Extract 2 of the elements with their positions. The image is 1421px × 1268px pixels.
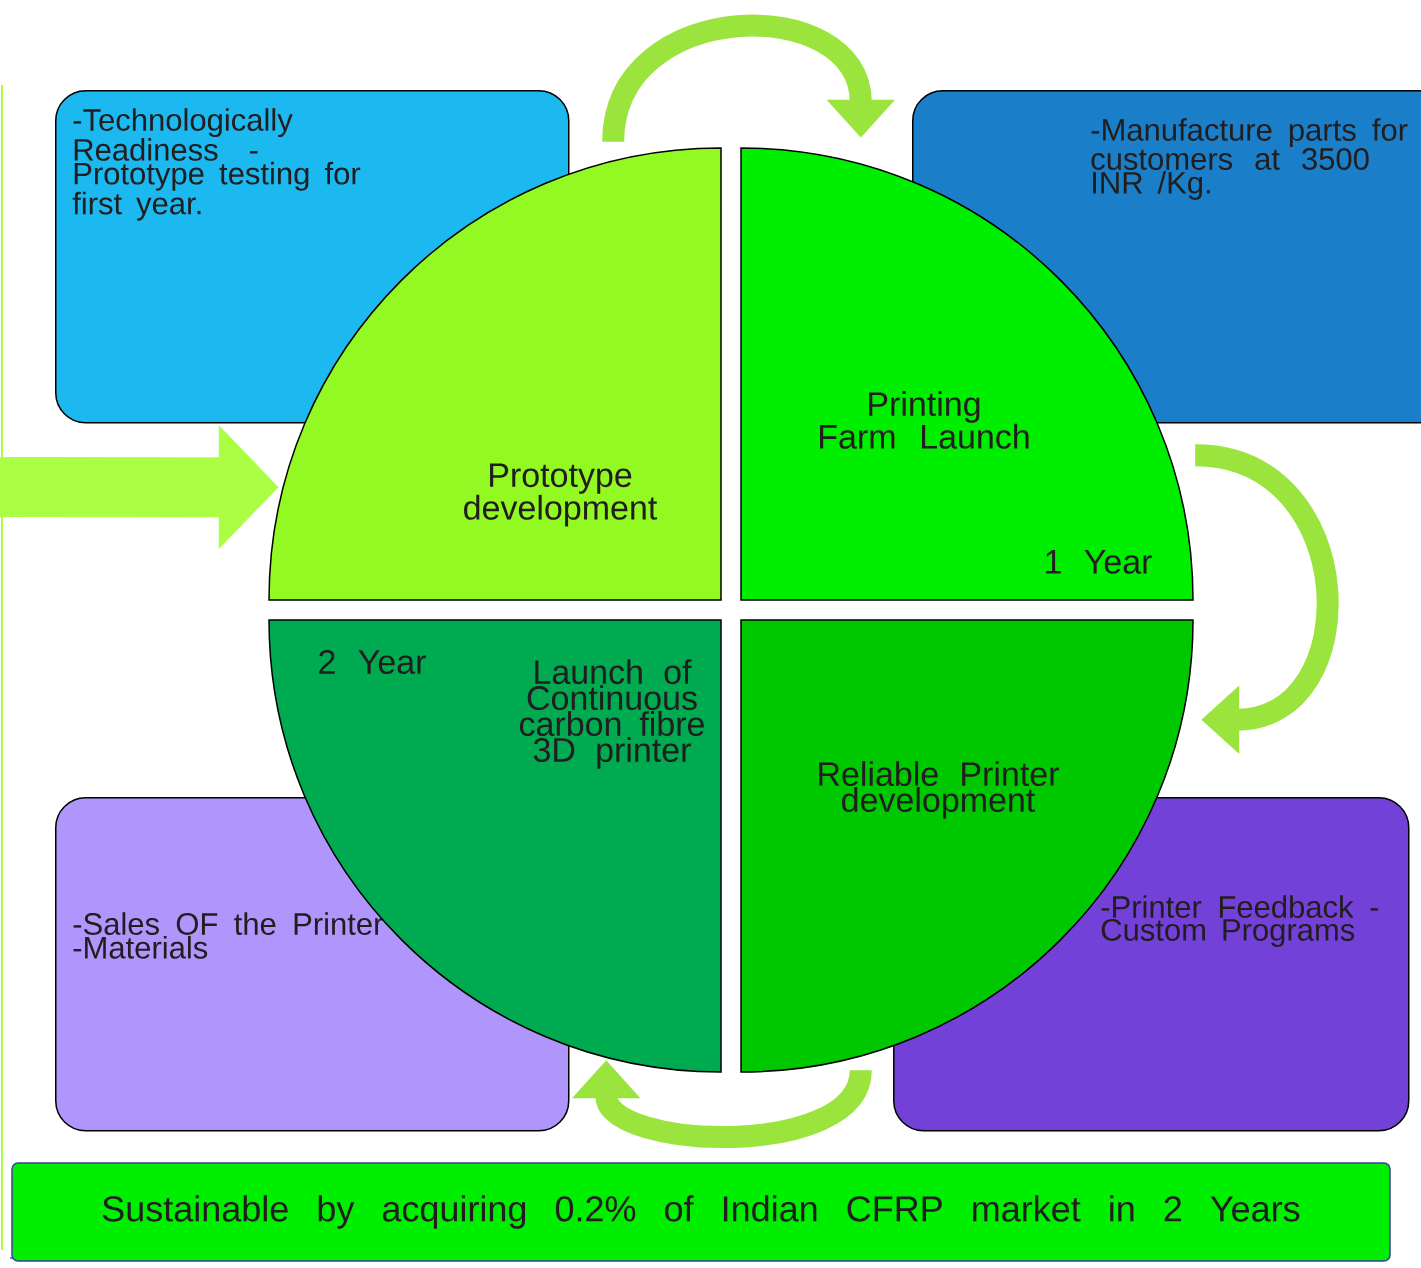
- banner-bar: Sustainable by acquiring 0.2% of Indian CFRP market in 2 Years: [11, 1162, 1391, 1262]
- curved-arrow: [1193, 444, 1338, 754]
